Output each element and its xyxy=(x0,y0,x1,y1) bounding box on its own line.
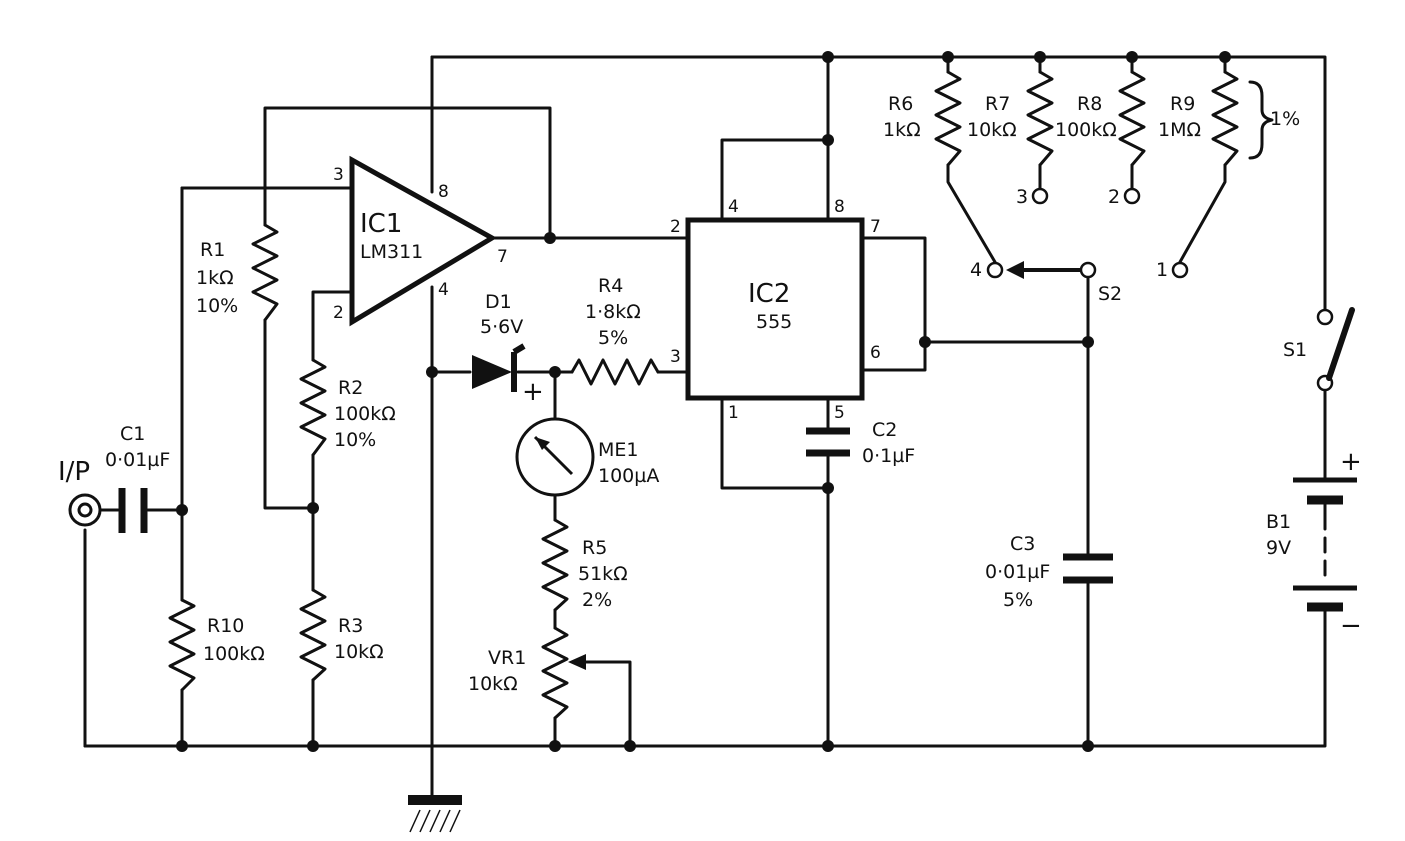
ic2-ref: IC2 xyxy=(748,279,790,309)
ic2-pin-7: 7 xyxy=(870,217,881,237)
c1-ref: C1 xyxy=(120,423,145,445)
ic2-pin-1: 1 xyxy=(728,403,739,423)
r9-value: 1MΩ xyxy=(1158,119,1201,141)
tolerance-brace xyxy=(1248,80,1274,160)
r2-ref: R2 xyxy=(338,377,363,399)
junctions xyxy=(176,51,1231,752)
r6-value: 1kΩ xyxy=(883,119,921,141)
r8-resistor-symbol xyxy=(1118,70,1146,167)
ground-symbol xyxy=(408,795,462,833)
s2-position-1: 1 xyxy=(1156,259,1168,281)
b1-plus: + xyxy=(1340,447,1362,477)
ic1-pin-2: 2 xyxy=(333,303,344,323)
r3-value: 10kΩ xyxy=(334,641,384,663)
ic1-pin-7: 7 xyxy=(497,247,508,267)
b1-battery-symbol xyxy=(1293,477,1357,612)
r3-resistor-symbol xyxy=(299,588,327,682)
r8-ref: R8 xyxy=(1077,93,1102,115)
d1-value: 5·6V xyxy=(480,316,523,338)
me1-meter-symbol xyxy=(515,417,595,497)
d1-zener-symbol xyxy=(472,343,526,392)
ic1-ref: IC1 xyxy=(360,209,402,239)
me1-value: 100µA xyxy=(598,465,659,487)
ic2-pin-3: 3 xyxy=(670,347,681,367)
r1-value: 1kΩ xyxy=(196,267,234,289)
input-jack xyxy=(68,493,102,527)
s2-position-4: 4 xyxy=(970,259,982,281)
ic1-triangle xyxy=(349,155,497,327)
r1-ref: R1 xyxy=(200,239,225,261)
s1-switch-symbol xyxy=(1316,307,1355,392)
ic2-pin-4: 4 xyxy=(728,197,739,217)
r1-resistor-symbol xyxy=(251,223,279,322)
s1-ref: S1 xyxy=(1283,339,1307,361)
s2-position-2: 2 xyxy=(1108,186,1120,208)
ic2-pin-5: 5 xyxy=(834,403,845,423)
r6-resistor-symbol xyxy=(934,70,962,167)
s2-ref: S2 xyxy=(1098,283,1122,305)
r3-ref: R3 xyxy=(338,615,363,637)
r9-resistor-symbol xyxy=(1211,70,1239,167)
b1-minus: − xyxy=(1340,611,1362,641)
r4-ref: R4 xyxy=(598,275,623,297)
me1-ref: ME1 xyxy=(598,439,639,461)
r8-value: 100kΩ xyxy=(1055,119,1117,141)
ic2-pin-6: 6 xyxy=(870,343,881,363)
c3-ref: C3 xyxy=(1010,533,1035,555)
vr1-ref: VR1 xyxy=(488,647,526,669)
c1-value: 0·01µF xyxy=(105,449,170,471)
ic1-part: LM311 xyxy=(360,241,423,263)
r10-resistor-symbol xyxy=(168,598,196,692)
r5-value: 51kΩ xyxy=(578,563,628,585)
c3-tol: 5% xyxy=(1003,589,1033,611)
ic1-pin-8: 8 xyxy=(438,182,449,202)
r5-resistor-symbol xyxy=(541,518,569,612)
ic2-pin-2: 2 xyxy=(670,217,681,237)
c2-capacitor-symbol xyxy=(806,427,850,457)
vr1-wiper-arrow xyxy=(568,654,586,670)
input-label: I/P xyxy=(58,457,90,487)
r4-resistor-symbol xyxy=(570,358,660,386)
r7-ref: R7 xyxy=(985,93,1010,115)
r5-tol: 2% xyxy=(582,589,612,611)
r2-tol: 10% xyxy=(334,429,376,451)
wires xyxy=(83,55,1327,797)
s2-position-3: 3 xyxy=(1016,186,1028,208)
s2-switch-symbol xyxy=(986,187,1189,279)
r2-value: 100kΩ xyxy=(334,403,396,425)
ic1-pin-4: 4 xyxy=(438,280,449,300)
b1-ref: B1 xyxy=(1266,511,1291,533)
b1-value: 9V xyxy=(1266,537,1291,559)
vr1-value: 10kΩ xyxy=(468,673,518,695)
c2-value: 0·1µF xyxy=(862,445,915,467)
c2-ref: C2 xyxy=(872,419,897,441)
r10-value: 100kΩ xyxy=(203,643,265,665)
c1-capacitor-symbol xyxy=(118,488,148,533)
ic2-box xyxy=(685,217,865,401)
vr1-resistor-symbol xyxy=(541,626,569,720)
ic2-pin-8: 8 xyxy=(834,197,845,217)
r10-ref: R10 xyxy=(207,615,244,637)
ic2-part: 555 xyxy=(756,311,792,333)
r5-ref: R5 xyxy=(582,537,607,559)
r1-tol: 10% xyxy=(196,295,238,317)
r4-tol: 5% xyxy=(598,327,628,349)
r9-ref: R9 xyxy=(1170,93,1195,115)
r4-value: 1·8kΩ xyxy=(585,301,641,323)
d1-ref: D1 xyxy=(485,291,512,313)
c3-capacitor-symbol xyxy=(1063,553,1113,584)
r7-resistor-symbol xyxy=(1026,70,1054,167)
r2-resistor-symbol xyxy=(299,358,327,457)
ic1-pin-3: 3 xyxy=(333,165,344,185)
r7-value: 10kΩ xyxy=(967,119,1017,141)
r6-r9-tolerance: 1% xyxy=(1270,108,1300,130)
c3-value: 0·01µF xyxy=(985,561,1050,583)
r6-ref: R6 xyxy=(888,93,913,115)
d1-polarity: + xyxy=(522,377,544,407)
